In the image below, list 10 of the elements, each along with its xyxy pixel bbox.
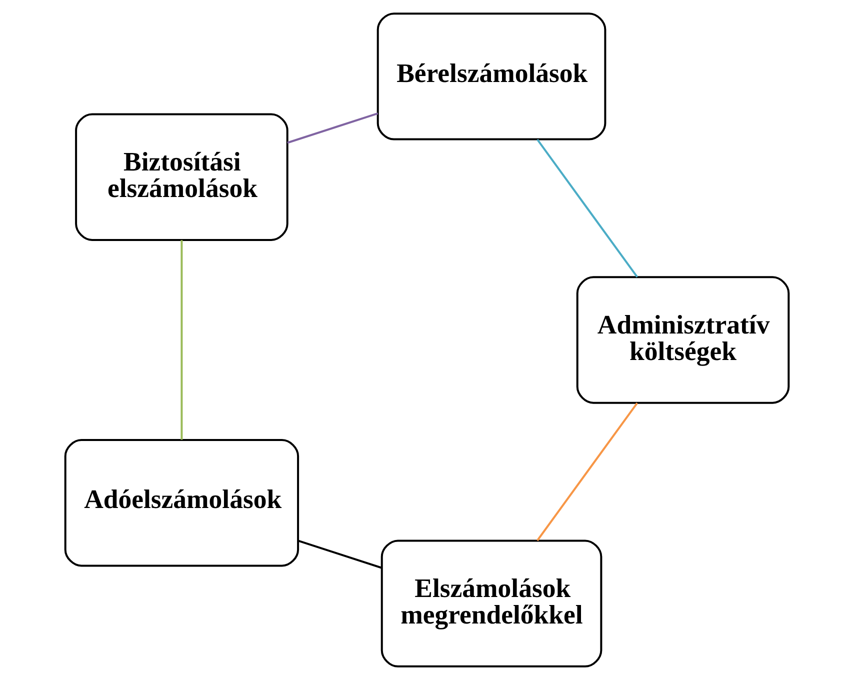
- connector: [286, 112, 378, 144]
- node-box: Adminisztratív költségek: [576, 276, 790, 404]
- node-box: Bérelszámolások: [376, 12, 606, 140]
- connector: [297, 540, 382, 569]
- connector: [536, 402, 638, 542]
- connector: [180, 240, 182, 440]
- node-box: Elszámolások megrendelőkkel: [380, 540, 602, 668]
- node-box: Adóelszámolások: [64, 439, 299, 567]
- connector: [536, 138, 638, 278]
- node-box: Biztosítási elszámolások: [74, 113, 288, 241]
